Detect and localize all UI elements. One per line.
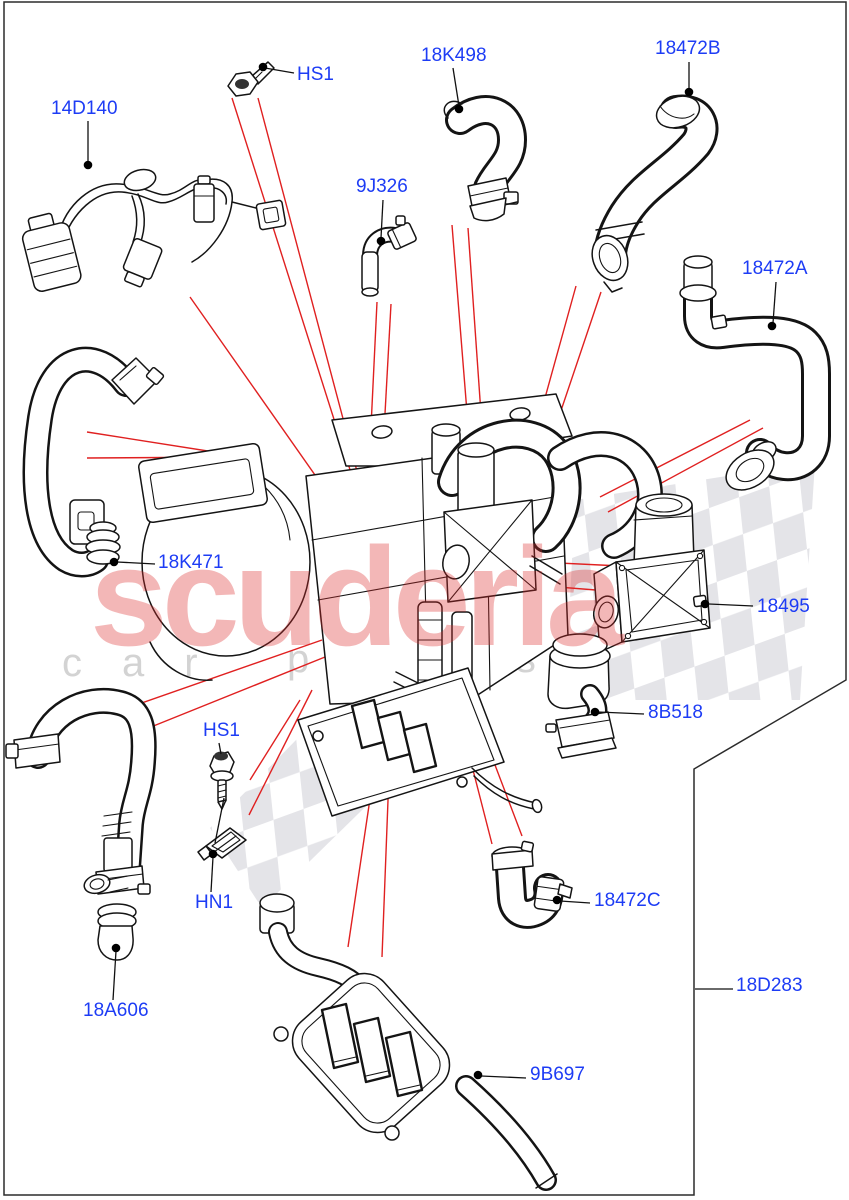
wiring-harness-14D140-art xyxy=(21,168,287,292)
hose-18K471-art xyxy=(22,346,165,578)
hose-18472B-art xyxy=(591,94,719,293)
pump-8B518-art xyxy=(545,633,617,759)
hose-18A606-art xyxy=(5,687,157,961)
hose-18K498-art xyxy=(443,95,528,222)
screw-hs1-bottom-art xyxy=(209,751,235,810)
part-label-18495[interactable]: 18495 xyxy=(757,596,810,617)
black-leader-lines xyxy=(83,62,777,1080)
part-label-18D283[interactable]: 18D283 xyxy=(736,975,803,996)
part-label-18K471[interactable]: 18K471 xyxy=(158,552,224,573)
part-label-8B518[interactable]: 8B518 xyxy=(648,702,703,723)
part-label-18A606[interactable]: 18A606 xyxy=(83,1000,149,1021)
part-label-9B697[interactable]: 9B697 xyxy=(530,1064,585,1085)
muffler-9B697-art xyxy=(259,893,558,1191)
hose-18472A-art xyxy=(679,255,831,491)
part-label-14D140[interactable]: 14D140 xyxy=(51,98,118,119)
watermark-car: car xyxy=(62,641,238,685)
elbow-18472C-art xyxy=(491,840,573,929)
part-label-HS1-bottom[interactable]: HS1 xyxy=(203,720,240,741)
part-label-18472A[interactable]: 18472A xyxy=(742,258,808,279)
heater-assembly-art xyxy=(69,393,663,817)
part-label-HS1-top[interactable]: HS1 xyxy=(297,64,334,85)
watermark-brand: scuderia xyxy=(90,518,625,675)
connector-9J326-art xyxy=(361,215,417,297)
clip-hn1-art xyxy=(197,827,247,861)
frame-border-18D283 xyxy=(3,1,847,1196)
valve-18495-art xyxy=(592,493,711,653)
part-label-HN1[interactable]: HN1 xyxy=(195,892,234,913)
part-label-18K498[interactable]: 18K498 xyxy=(421,45,487,66)
part-label-18472C[interactable]: 18472C xyxy=(594,890,661,911)
part-label-18472B[interactable]: 18472B xyxy=(655,38,721,59)
part-label-9J326[interactable]: 9J326 xyxy=(356,176,408,197)
